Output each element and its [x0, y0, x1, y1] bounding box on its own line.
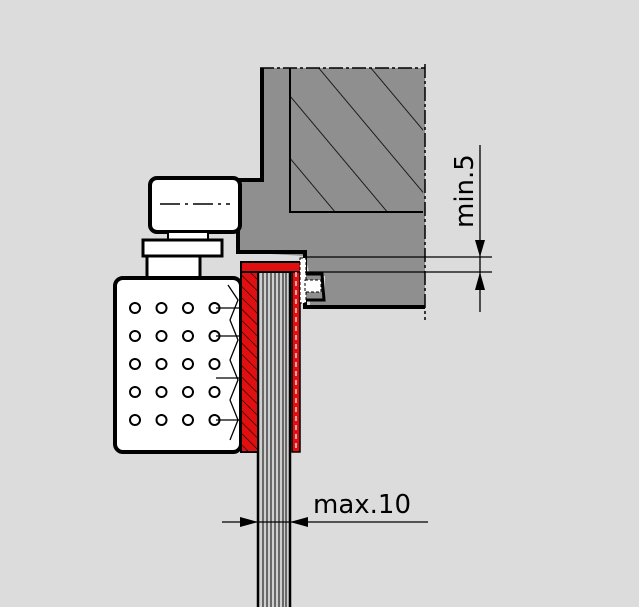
closer-dot [129, 358, 141, 370]
closer-dot [182, 358, 194, 370]
closer-dot [155, 358, 168, 370]
closer-dot [129, 330, 141, 342]
mounting-plate-seal [240, 257, 322, 453]
closer-dot [182, 302, 194, 314]
dimension-max: max.10 [222, 490, 428, 527]
closer-dot [155, 302, 168, 314]
closer-body [113, 276, 245, 454]
dimension-min: min.5 [305, 145, 492, 312]
closer-dot [155, 414, 168, 426]
masonry-hatch [290, 68, 423, 212]
closer-dot [182, 414, 194, 426]
dimension-max-label: max.10 [313, 490, 411, 520]
closer-dot [129, 302, 141, 314]
closer-dots [129, 302, 221, 426]
wall-frame [236, 64, 426, 320]
closer-dot [155, 330, 168, 342]
closer-arm [141, 176, 242, 280]
closer-dot [129, 414, 141, 426]
closer-dot [182, 330, 194, 342]
closer-dot [208, 386, 221, 398]
closer-dot [182, 386, 194, 398]
closer-dot [129, 386, 141, 398]
dimension-min-label: min.5 [450, 154, 480, 228]
closer-dot [155, 386, 168, 398]
closer-dot [208, 358, 221, 370]
door-leaf [256, 272, 292, 607]
